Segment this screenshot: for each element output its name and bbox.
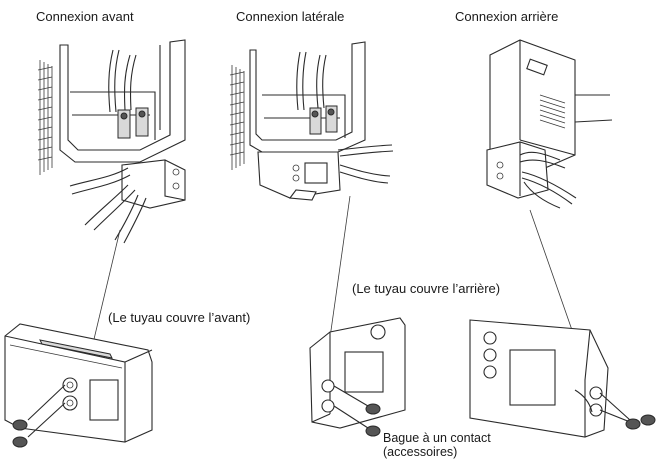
pipe-cover-front xyxy=(4,323,153,448)
pipe-cover-rear xyxy=(469,319,656,438)
unit-rear-connection xyxy=(486,39,613,209)
label-pipe-cover-front: (Le tuyau couvre l’avant) xyxy=(108,310,251,325)
unit-front-connection xyxy=(37,39,186,244)
label-rear-connection: Connexion arrière xyxy=(455,9,559,24)
label-grommet-accessories: (accessoires) xyxy=(383,445,458,459)
rear-vent-grille xyxy=(539,94,566,129)
unit-side-connection xyxy=(229,41,394,201)
label-pipe-cover-rear: (Le tuyau couvre l’arrière) xyxy=(352,281,501,296)
label-grommet: Bague à un contact xyxy=(383,431,491,445)
label-side-connection: Connexion latérale xyxy=(236,9,345,24)
pipe-cover-side xyxy=(309,317,406,437)
coil-fins-side xyxy=(229,65,245,170)
label-front-connection: Connexion avant xyxy=(36,9,134,24)
coil-fins-front xyxy=(37,60,53,175)
